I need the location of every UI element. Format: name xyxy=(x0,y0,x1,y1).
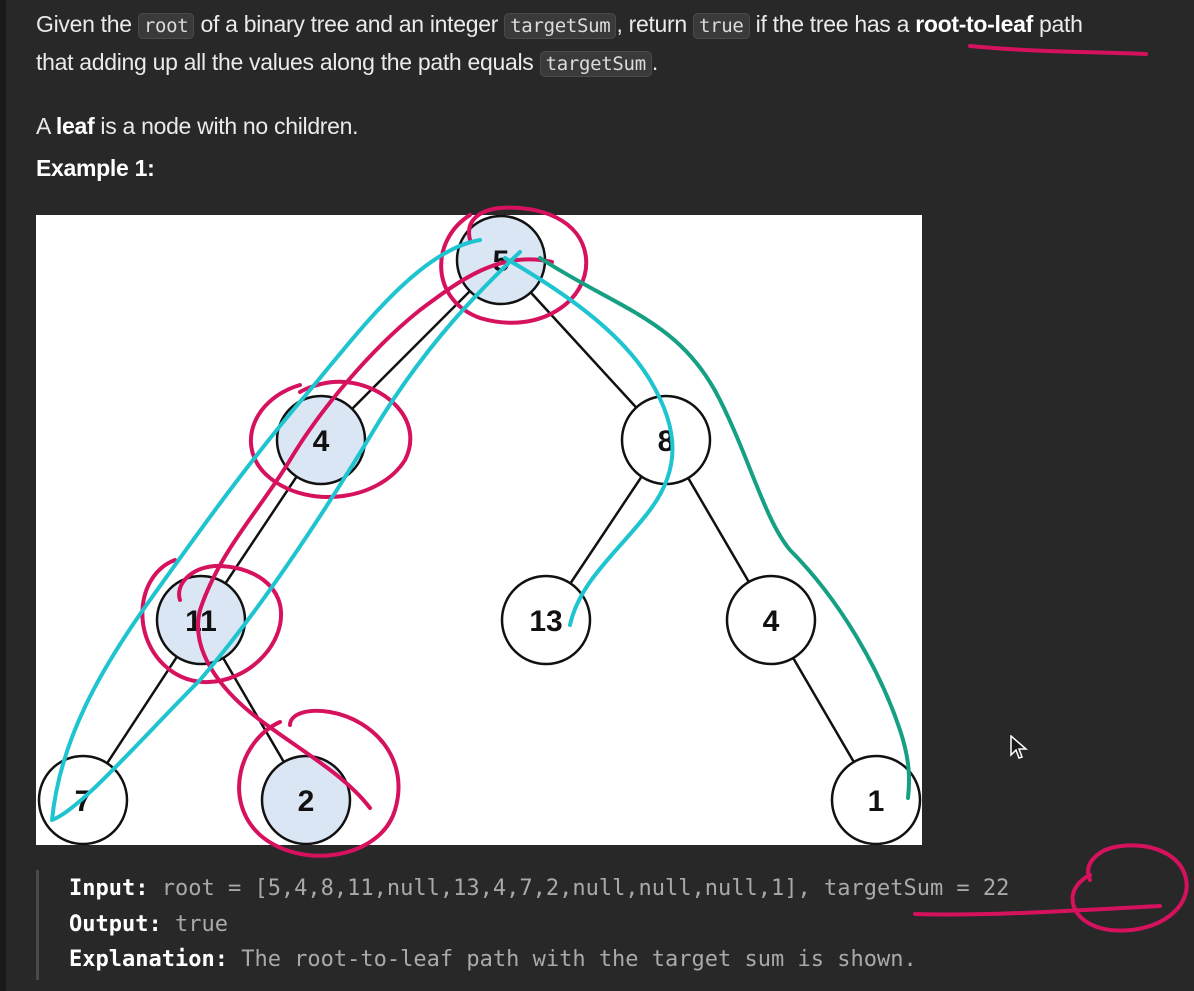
tree-figure: 5 4 8 11 13 4 7 2 1 xyxy=(36,215,922,845)
tree-node-label: 8 xyxy=(658,425,675,458)
tree-node: 11 xyxy=(155,574,247,666)
tree-node-label: 2 xyxy=(298,785,315,818)
tree-node: 5 xyxy=(455,215,547,306)
bold-root-to-leaf: root-to-leaf xyxy=(915,11,1033,37)
description-line-2: that adding up all the values along the … xyxy=(36,49,658,77)
example-title: Example 1: xyxy=(36,155,155,181)
example-io-block: Input: root = [5,4,8,11,null,13,4,7,2,nu… xyxy=(36,870,1179,980)
description-line-1: Given the root of a binary tree and an i… xyxy=(36,11,1083,39)
leaf-definition: A leaf is a node with no children. xyxy=(36,113,359,139)
tree-node-label: 11 xyxy=(185,605,217,638)
tree-node-label: 5 xyxy=(493,245,510,278)
inline-code-targetsum: targetSum xyxy=(504,13,617,39)
tree-node: 4 xyxy=(725,574,817,666)
tree-node: 8 xyxy=(620,394,712,486)
tree-node-label: 4 xyxy=(313,425,330,458)
tree-node: 1 xyxy=(830,754,922,845)
binary-tree-diagram: 5 4 8 11 13 4 7 2 1 xyxy=(37,215,922,845)
inline-code-root: root xyxy=(137,13,195,39)
tree-node: 2 xyxy=(260,754,352,845)
tree-node: 4 xyxy=(275,394,367,486)
tree-node-label: 4 xyxy=(763,605,780,638)
tree-node-label: 13 xyxy=(529,605,562,638)
output-line: Output: true xyxy=(69,912,228,937)
inline-code-true: true xyxy=(693,13,750,39)
left-window-edge xyxy=(0,0,6,991)
explanation-line: Explanation: The root-to-leaf path with … xyxy=(69,947,917,972)
tree-node: 13 xyxy=(500,574,592,666)
input-line: Input: root = [5,4,8,11,null,13,4,7,2,nu… xyxy=(69,876,1010,901)
tree-node-label: 1 xyxy=(868,785,885,818)
inline-code-targetsum-2: targetSum xyxy=(539,51,652,77)
tree-node: 7 xyxy=(37,754,129,845)
mouse-cursor-icon xyxy=(1010,735,1028,759)
tree-node-label: 7 xyxy=(75,785,92,818)
problem-description: Given the root of a binary tree and an i… xyxy=(36,6,1186,82)
